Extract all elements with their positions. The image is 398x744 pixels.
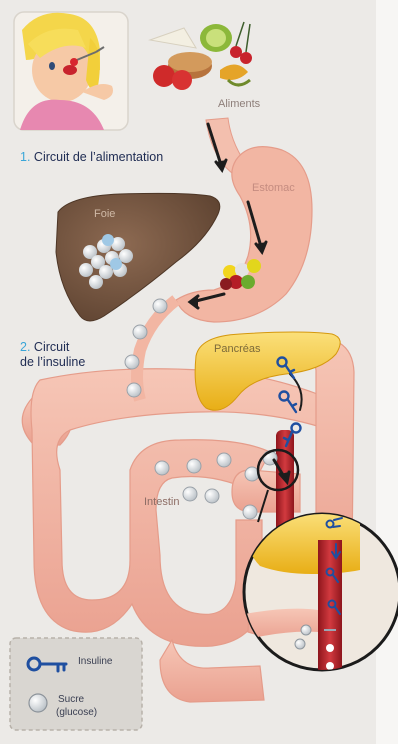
step-2: 2. Circuit de l’insuline bbox=[20, 340, 85, 370]
legend-insuline: Insuline bbox=[78, 656, 112, 668]
label-aliments: Aliments bbox=[218, 98, 260, 110]
step-2-number: 2. bbox=[20, 340, 30, 354]
step-1-title: Circuit de l’alimentation bbox=[34, 150, 163, 164]
legend-sucre: Sucre bbox=[58, 694, 84, 706]
step-2-title-line1: Circuit bbox=[34, 340, 69, 354]
label-pancreas: Pancréas bbox=[214, 343, 260, 355]
step-1: 1. Circuit de l’alimentation bbox=[20, 150, 163, 165]
step-1-number: 1. bbox=[20, 150, 30, 164]
legend-glucose: (glucose) bbox=[56, 707, 97, 719]
girl-eating-card bbox=[14, 12, 128, 130]
food-illustration bbox=[150, 22, 252, 90]
step-2-title-line2: de l’insuline bbox=[20, 355, 85, 369]
label-estomac: Estomac bbox=[252, 182, 295, 194]
sugar-bead-icon bbox=[29, 694, 47, 712]
label-foie: Foie bbox=[94, 208, 115, 220]
label-intestin: Intestin bbox=[144, 496, 179, 508]
